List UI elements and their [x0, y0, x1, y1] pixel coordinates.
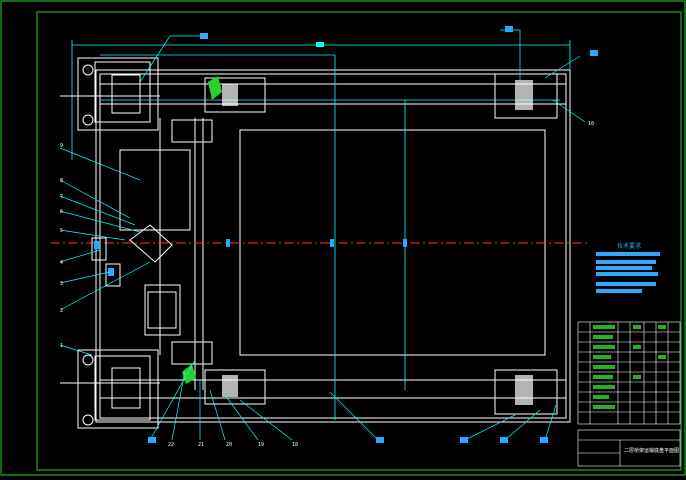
callout-19: 19 — [258, 442, 264, 448]
wheel-assembly-bottom-left — [60, 349, 160, 429]
technical-notes: 技术要求 — [596, 242, 660, 293]
callout-20: 20 — [226, 442, 232, 448]
callout-4: 4 — [60, 260, 63, 266]
leader-lines-left — [59, 29, 586, 356]
drawing-title: 二层桥架运输底盘平面图 — [624, 447, 679, 454]
bearing-hatch — [222, 80, 533, 405]
callouts-bottom: 22 21 20 19 18 — [168, 442, 298, 448]
callout-9: 9 — [60, 143, 63, 149]
center-mark-2 — [330, 239, 334, 247]
callout-8: 8 — [60, 178, 63, 184]
parts-list-fill — [593, 325, 666, 409]
callout-5: 5 — [60, 228, 63, 234]
callout-18: 18 — [292, 442, 298, 448]
cyan-block-left-2 — [108, 268, 114, 276]
callout-3: 3 — [60, 281, 63, 287]
callout-markers — [148, 26, 598, 443]
callout-7: 7 — [60, 194, 63, 200]
callout-1: 1 — [60, 343, 63, 349]
callout-21: 21 — [198, 442, 204, 448]
callouts-left: 9 8 7 6 5 4 3 2 1 — [60, 143, 63, 349]
callout-6: 6 — [60, 209, 63, 215]
green-gear-bottom — [182, 364, 196, 384]
center-mark-3 — [403, 239, 407, 247]
dim-marker-top — [316, 42, 324, 47]
bearing-blocks — [171, 73, 558, 415]
parts-list-table — [577, 321, 681, 425]
wheel-assembly-top-left — [60, 57, 160, 131]
center-mark-1 — [226, 239, 230, 247]
motor-gearbox — [91, 149, 191, 336]
cyan-block-left-1 — [94, 241, 100, 249]
notes-heading: 技术要求 — [617, 242, 641, 250]
callout-10: 10 — [588, 121, 594, 127]
callout-2: 2 — [60, 308, 63, 314]
leader-lines-bottom — [149, 359, 557, 441]
green-gear-top — [208, 76, 222, 100]
title-block — [577, 429, 681, 467]
sheet-inner-border — [36, 11, 682, 471]
callout-22: 22 — [168, 442, 174, 448]
